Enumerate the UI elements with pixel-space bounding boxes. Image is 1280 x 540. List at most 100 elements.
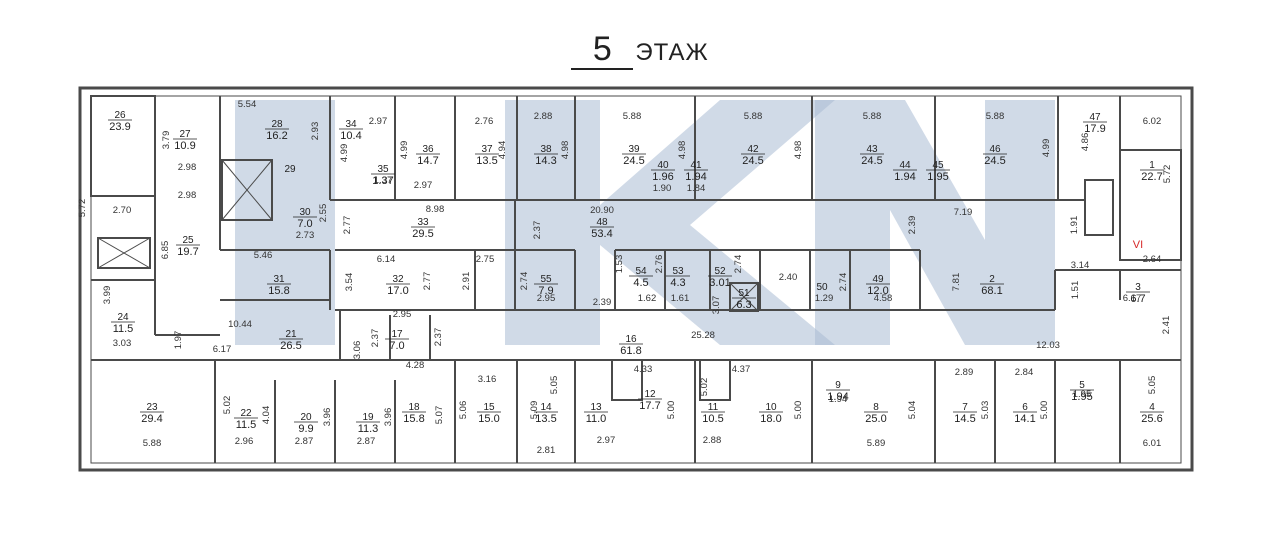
dimension-label: 1.90 [653,183,672,194]
room-area: 15.8 [268,285,289,297]
room-number: 14 [540,402,552,413]
room-number: 52 [714,266,726,277]
dimension-label: 4.33 [634,364,653,375]
dimension-label: 2.40 [779,272,798,283]
room-area: 7.0 [389,340,404,352]
room-number: 33 [417,217,429,228]
room-4: 425.6 [1140,402,1164,425]
room-5: 51.95 [1070,380,1094,403]
dimension-label: 5.00 [666,401,677,420]
dimension-label: 20.90 [590,205,614,216]
dimension-label: 2.77 [422,272,433,291]
room-9: 91.94 [826,380,850,403]
dimension-label: 4.86 [1080,133,1091,152]
dimension-label: 2.37 [532,221,543,240]
room-area: 7.9 [538,285,553,297]
room-area: 19.7 [177,246,198,258]
room-number: 50 [816,282,828,293]
room-area: 13.5 [535,413,556,425]
dimension-label: 2.55 [318,204,329,223]
dimension-label: 5.88 [744,111,763,122]
dimension-label: 6.17 [1123,293,1142,304]
room-3: 36.7 [1126,282,1150,305]
room-number: 26 [114,110,126,121]
room-area: 1.94 [685,171,706,183]
room-1: 122.7 [1140,160,1164,183]
dimension-label: 2.95 [537,293,556,304]
dimension-label: 4.98 [560,141,571,160]
room-area: 12.0 [867,285,888,297]
room-number: 16 [625,334,637,345]
room-number: 49 [872,274,884,285]
interior-walls [90,95,1182,463]
room-area: 1.37 [372,175,393,187]
room-area: 11.5 [236,419,257,431]
room-number: 38 [540,144,552,155]
room-area: 1.95 [1071,391,1092,403]
dimension-label: 1.94 [829,394,848,405]
dimension-label: 2.95 [393,309,412,320]
dimension-label: 3.79 [161,131,172,150]
room-number: 28 [271,119,283,130]
dimension-label: 4.94 [497,141,508,160]
room-number: 22 [240,408,252,419]
room-area: 4.3 [670,277,685,289]
dimension-label: 3.54 [344,273,355,292]
room-number: 39 [628,144,640,155]
room-29: 29 [284,164,296,175]
room-area: 53.4 [591,228,612,240]
room-area: 6.3 [736,299,751,311]
room-area: 25.6 [1141,413,1162,425]
dimension-label: 5.02 [699,378,710,397]
room-35: 351.37 [371,164,395,187]
room-41: 411.94 [684,160,708,183]
dimension-label: 3.06 [352,341,363,360]
dimension-label: 2.39 [593,297,612,308]
room-number: 27 [179,129,191,140]
room-number: 41 [690,160,702,171]
room-area: 26.5 [280,340,301,352]
dimension-label: 2.73 [296,230,315,241]
dimension-label: 5.05 [1147,376,1158,395]
dimension-label: 3.96 [322,408,333,427]
room-number: 46 [989,144,1001,155]
dimension-label: 2.76 [654,255,665,274]
dimension-label: 4.37 [732,364,751,375]
dimension-label: 1.29 [815,293,834,304]
dimension-label: 2.88 [534,111,553,122]
room-area: 61.8 [620,345,641,357]
room-6: 614.1 [1013,402,1037,425]
room-54: 544.5 [629,266,653,289]
room-number: 18 [408,402,420,413]
room-number: 2 [989,274,995,285]
dimension-label: 2.97 [597,435,616,446]
room-area: 10.5 [702,413,723,425]
room-area: 15.0 [478,413,499,425]
room-number: 29 [284,164,296,175]
room-area: 14.7 [417,155,438,167]
dimension-label: 2.75 [476,254,495,265]
room-area: 68.1 [981,285,1002,297]
room-55: 557.9 [534,274,558,297]
room-number: 10 [765,402,777,413]
room-number: 9 [835,380,841,391]
dimension-label: 4.99 [1041,139,1052,158]
room-number: 30 [299,207,311,218]
room-area: 1.96 [652,171,673,183]
dimension-label: 5.05 [549,376,560,395]
